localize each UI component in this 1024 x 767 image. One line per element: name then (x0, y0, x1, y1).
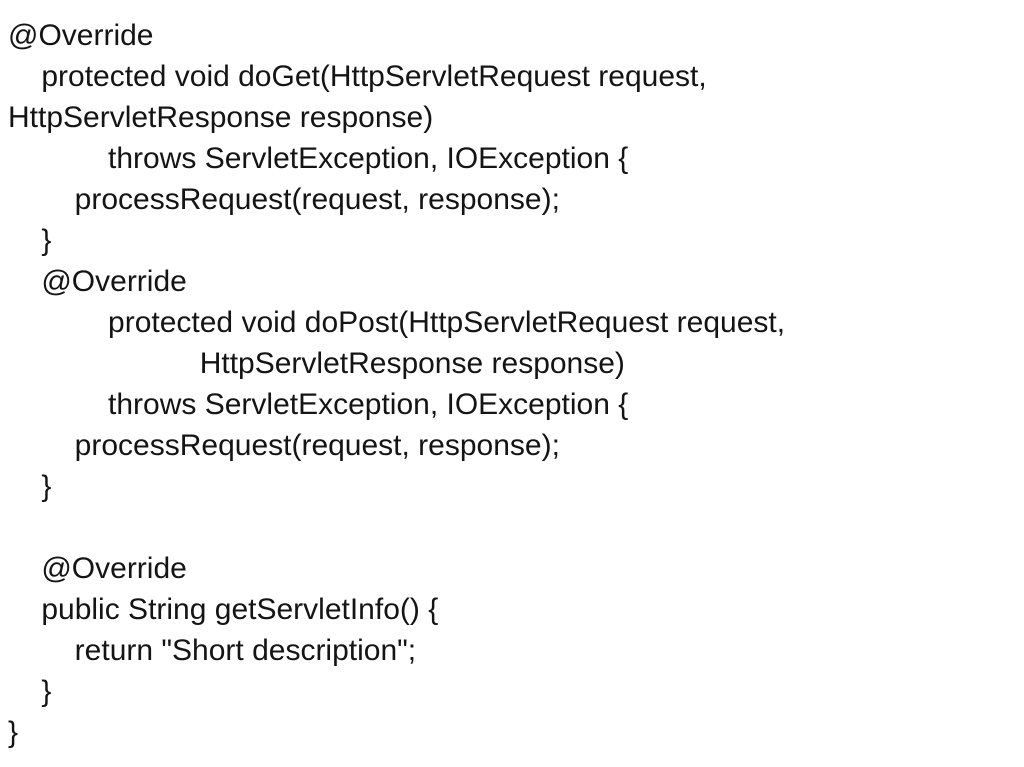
code-line: throws ServletException, IOException { (8, 142, 629, 175)
code-line: HttpServletResponse response) (8, 347, 625, 380)
code-line: @Override (8, 19, 154, 52)
code-line: processRequest(request, response); (8, 183, 560, 216)
code-line: processRequest(request, response); (8, 429, 560, 462)
code-line: protected void doGet(HttpServletRequest … (8, 60, 707, 93)
code-line: @Override (8, 552, 187, 585)
code-line: throws ServletException, IOException { (8, 388, 629, 421)
code-line: HttpServletResponse response) (8, 101, 434, 134)
code-line: public String getServletInfo() { (8, 593, 439, 626)
code-line: @Override (8, 265, 187, 298)
code-line: } (8, 470, 52, 503)
code-block: @Override protected void doGet(HttpServl… (8, 15, 1024, 753)
code-line: protected void doPost(HttpServletRequest… (8, 306, 786, 339)
code-line (8, 507, 1024, 548)
code-line: } (8, 716, 19, 749)
code-line: } (8, 675, 52, 708)
code-line: } (8, 224, 52, 257)
code-line: return "Short description"; (8, 634, 417, 667)
